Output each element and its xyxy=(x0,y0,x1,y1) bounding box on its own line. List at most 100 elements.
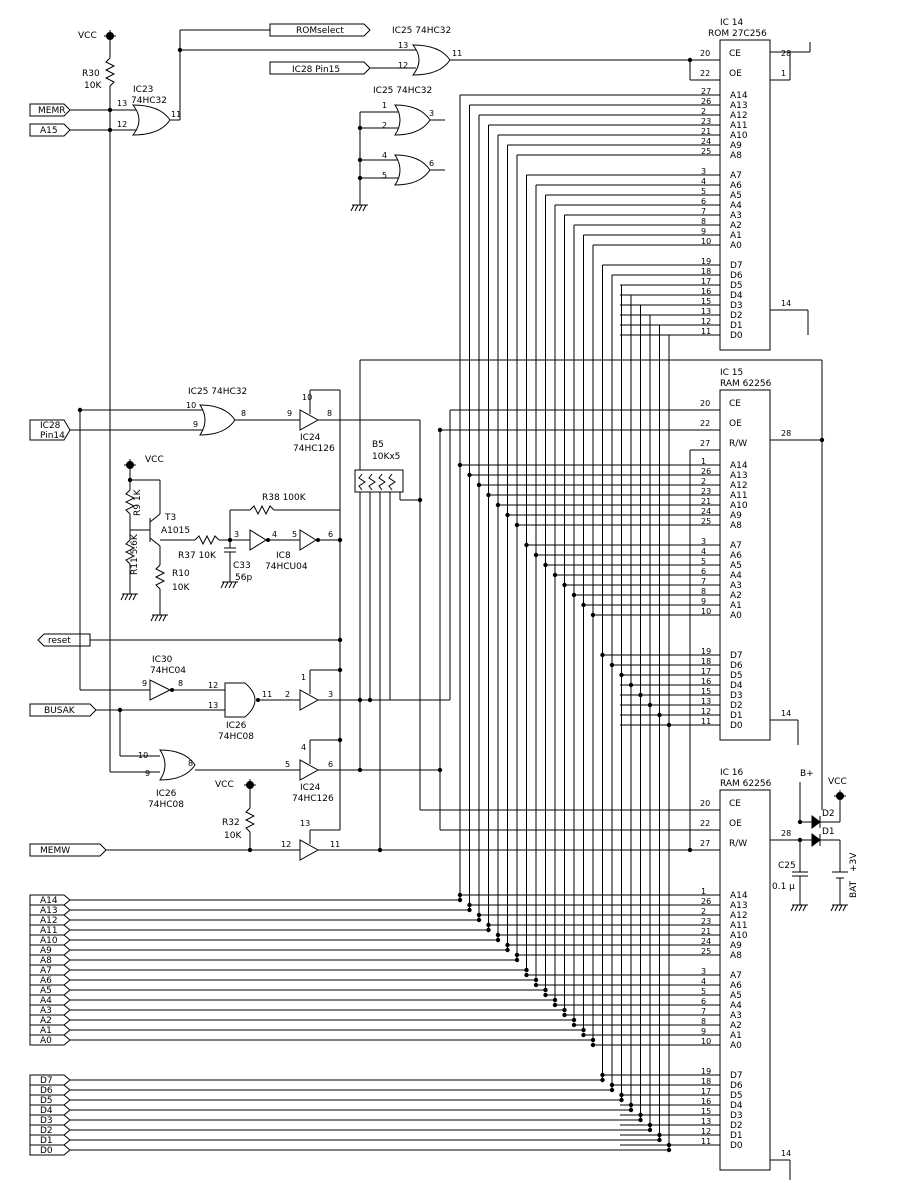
ic14-a6-pin: 4 xyxy=(701,177,706,186)
ic25-label-top: IC25 74HC32 xyxy=(392,26,451,36)
ic14-a7-pin: 3 xyxy=(701,167,706,176)
ic15-a0-pin: 10 xyxy=(701,607,711,616)
ic16-ce-pin: 20 xyxy=(700,799,710,808)
ic15-a13-pin: 26 xyxy=(701,467,711,476)
port-d3 xyxy=(29,1114,71,1126)
junction-ic15-d7 xyxy=(600,652,605,658)
junction-25 xyxy=(417,497,423,503)
junction-ic16-d2 xyxy=(647,1122,653,1128)
port-romselect: ROMselect xyxy=(269,23,371,37)
junction-port-d4 xyxy=(628,1107,634,1113)
ic24-mid-pin3: 3 xyxy=(328,690,333,699)
ic14-d2-pin: 13 xyxy=(701,307,711,316)
ic16-d6-pin: 18 xyxy=(701,1077,711,1086)
ic16-d0-pin: 11 xyxy=(701,1137,711,1146)
ic14-a12-label: A12 xyxy=(730,111,748,121)
ic16-part: RAM 62256 xyxy=(720,779,772,789)
ic16-rw-label: R/W xyxy=(729,839,747,849)
ic15-a9-label: A9 xyxy=(730,511,742,521)
ic16-d4-label: D4 xyxy=(730,1101,743,1111)
ic14-d3-label: D3 xyxy=(730,301,743,311)
ic14-ce-pin: 20 xyxy=(700,49,710,58)
ic15-a7-pin: 3 xyxy=(701,537,706,546)
ic16-a1-pin: 9 xyxy=(701,1027,706,1036)
ic15-d1-label: D1 xyxy=(730,711,743,721)
ic16-gnd-pin: 14 xyxy=(781,1149,791,1158)
ic14-d6-label: D6 xyxy=(730,271,743,281)
junction-port-a1 xyxy=(581,1027,586,1033)
b5-resistor-array: B5 10Kx5 xyxy=(354,359,823,850)
ic16-a11-label: A11 xyxy=(730,921,748,931)
ic14-d3-pin: 15 xyxy=(701,297,711,306)
junction-13 xyxy=(337,737,343,743)
junction-port-a8 xyxy=(514,957,520,963)
ic24c-pin12: 12 xyxy=(281,840,291,849)
junction-22 xyxy=(819,437,825,443)
junction-port-a9 xyxy=(505,947,510,953)
bat-value: +3V xyxy=(849,852,859,872)
ic15-part: RAM 62256 xyxy=(720,379,772,389)
ic16-d5-label: D5 xyxy=(730,1091,743,1101)
r10-label: R10 xyxy=(172,569,190,579)
junction-19 xyxy=(357,767,363,773)
c25-value: 0.1 μ xyxy=(772,882,795,892)
ic24b-part: 74HC126 xyxy=(292,794,334,804)
junction-ic15-a0 xyxy=(590,612,596,618)
junction-17 xyxy=(247,847,253,853)
junction-3 xyxy=(687,57,693,63)
ic16-a13-pin: 26 xyxy=(701,897,711,906)
junction-ic16-a10 xyxy=(495,932,501,938)
ic16-d5-pin: 17 xyxy=(701,1087,711,1096)
ic8-label: IC8 xyxy=(276,551,291,561)
junction-ic15-a13 xyxy=(467,472,472,478)
junction-ic16-a12 xyxy=(476,912,482,918)
port-a1 xyxy=(29,1024,71,1036)
memr-label: MEMR xyxy=(38,106,65,116)
t3-part: A1015 xyxy=(161,526,190,536)
ic24c-pin13: 13 xyxy=(300,819,310,828)
junction-0 xyxy=(107,107,113,113)
ic16-a0-label: A0 xyxy=(730,1041,742,1051)
junction-16 xyxy=(117,707,123,713)
ic8-part: 74HCU04 xyxy=(265,562,308,572)
bus-ports: A14A13A12A11A10A9A8A7A6A5A4A3A2A1A0D7D6D… xyxy=(29,894,71,1156)
ic14-a10-pin: 21 xyxy=(701,127,711,136)
port-label-a9: A9 xyxy=(40,946,52,956)
ic14-a11-label: A11 xyxy=(730,121,748,131)
ic16-a14-pin: 1 xyxy=(701,887,706,896)
junction-ic15-a2 xyxy=(571,592,577,598)
junction-2 xyxy=(177,47,183,53)
ic25-top-pin13: 13 xyxy=(398,41,408,50)
junction-8 xyxy=(127,477,133,483)
ic15-d4-pin: 16 xyxy=(701,677,711,686)
junction-ic15-a14 xyxy=(457,462,463,468)
ic16-a11-pin: 23 xyxy=(701,917,711,926)
junction-ic15-a1 xyxy=(581,602,586,608)
port-label-a1: A1 xyxy=(40,1026,52,1036)
ic16-a3-label: A3 xyxy=(730,1011,742,1021)
ic16-a10-label: A10 xyxy=(730,931,748,941)
ic15-d1-pin: 12 xyxy=(701,707,711,716)
port-label-d7: D7 xyxy=(40,1076,53,1086)
ic14-a14-pin: 27 xyxy=(701,87,711,96)
ic14-d4-label: D4 xyxy=(730,291,743,301)
port-label-a10: A10 xyxy=(40,936,58,946)
ic26-pin13: 13 xyxy=(208,701,218,710)
r9-label: R9 1K xyxy=(133,488,143,516)
ic26-pin12: 12 xyxy=(208,681,218,690)
r30-value: 10K xyxy=(84,81,102,91)
b5-value: 10Kx5 xyxy=(372,452,400,462)
ic8-pin6: 6 xyxy=(328,530,333,539)
a15-label: A15 xyxy=(40,126,58,136)
ic15-a3-label: A3 xyxy=(730,581,742,591)
junction-ic15-a6 xyxy=(533,552,539,558)
port-a7 xyxy=(29,964,71,976)
junction-4 xyxy=(357,125,363,131)
ic15-a12-label: A12 xyxy=(730,481,748,491)
r10-value: 10K xyxy=(172,583,190,593)
port-d5 xyxy=(29,1094,71,1106)
r37-label: R37 10K xyxy=(178,551,217,561)
junction-ic15-d2 xyxy=(647,702,653,708)
junction-ic15-a10 xyxy=(495,502,501,508)
junction-ic15-a12 xyxy=(476,482,482,488)
